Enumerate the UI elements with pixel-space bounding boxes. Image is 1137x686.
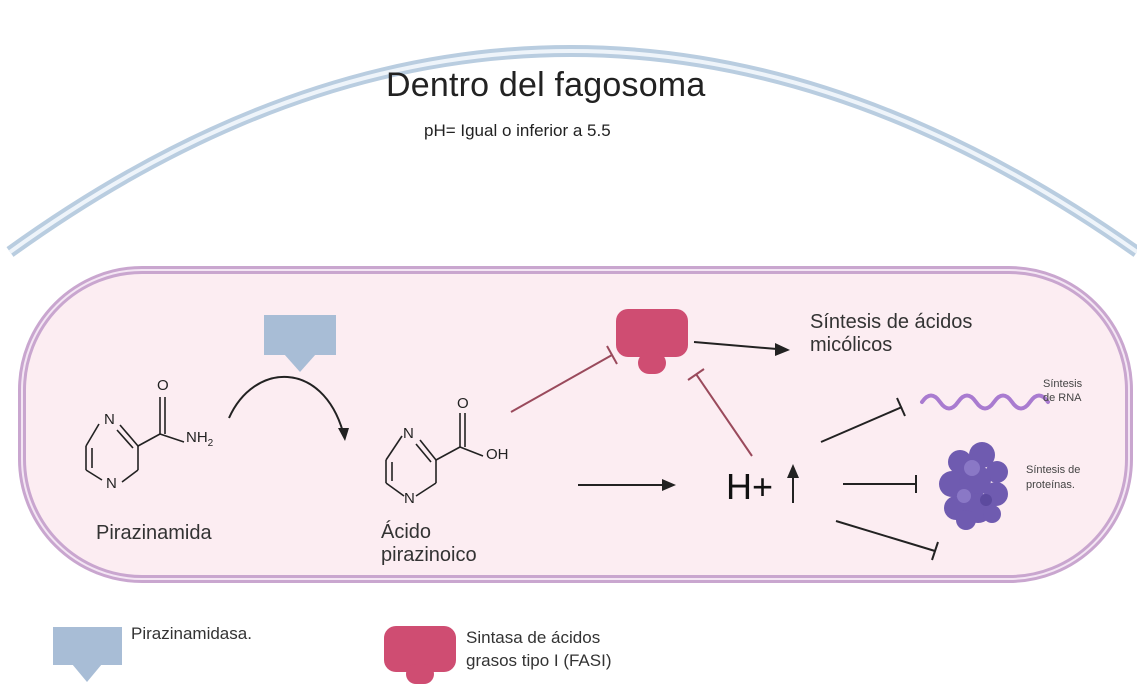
pyrazinamide-label: Pirazinamida bbox=[96, 522, 212, 544]
page-title: Dentro del fagosoma bbox=[386, 66, 706, 104]
pyrazinoic-acid-label-line2: pirazinoico bbox=[381, 544, 477, 566]
inhibit-acid-fas bbox=[510, 345, 618, 413]
pzase-enzyme-icon bbox=[264, 315, 336, 372]
mycolic-label-line2: micólicos bbox=[810, 334, 893, 356]
legend-pzase-icon bbox=[53, 627, 122, 682]
proton-label: H+ bbox=[726, 466, 774, 507]
phagosome-membrane bbox=[6, 45, 1137, 257]
legend-fas-icon bbox=[384, 626, 456, 684]
poa-atom-n1: N bbox=[403, 425, 414, 442]
pza-atom-n2: N bbox=[106, 475, 117, 492]
legend-fas-label-line1: Sintasa de ácidos bbox=[466, 628, 601, 647]
legend-fas-label-line2: grasos tipo I (FASI) bbox=[466, 651, 612, 670]
pyrazinoic-acid-structure bbox=[385, 413, 484, 497]
poa-atom-o: O bbox=[457, 395, 469, 412]
rna-label-line1: Síntesis bbox=[1043, 378, 1083, 390]
pza-atom-nh2: NH2 bbox=[186, 429, 214, 449]
protein-icon bbox=[939, 442, 1008, 530]
up-arrow-icon bbox=[787, 464, 799, 503]
ph-subtitle: pH= Igual o inferior a 5.5 bbox=[424, 121, 611, 140]
pza-atom-o: O bbox=[157, 377, 169, 394]
protein-label-line2: proteínas. bbox=[1026, 479, 1075, 491]
rna-label-line2: de RNA bbox=[1043, 392, 1082, 404]
rna-strand-icon bbox=[920, 393, 1050, 411]
fas-enzyme-icon bbox=[616, 309, 688, 374]
fas-to-mycolic-arrow bbox=[693, 341, 790, 356]
protein-label-line1: Síntesis de bbox=[1026, 464, 1081, 476]
poa-atom-oh: OH bbox=[486, 446, 509, 463]
acid-to-proton-arrow bbox=[578, 479, 676, 491]
inhibit-proton-protein bbox=[843, 475, 917, 493]
inhibit-proton-rna bbox=[820, 397, 906, 443]
legend-pzase-label: Pirazinamidasa. bbox=[131, 624, 252, 643]
reaction-arrow bbox=[228, 375, 349, 441]
pyrazinamide-structure bbox=[85, 397, 185, 483]
inhibit-proton-fas bbox=[687, 368, 753, 457]
pza-atom-n1: N bbox=[104, 411, 115, 428]
inhibit-proton-lower bbox=[835, 520, 939, 561]
poa-atom-n2: N bbox=[404, 490, 415, 507]
pyrazinoic-acid-label-line1: Ácido bbox=[381, 521, 432, 543]
mycolic-label-line1: Síntesis de ácidos bbox=[810, 311, 973, 333]
